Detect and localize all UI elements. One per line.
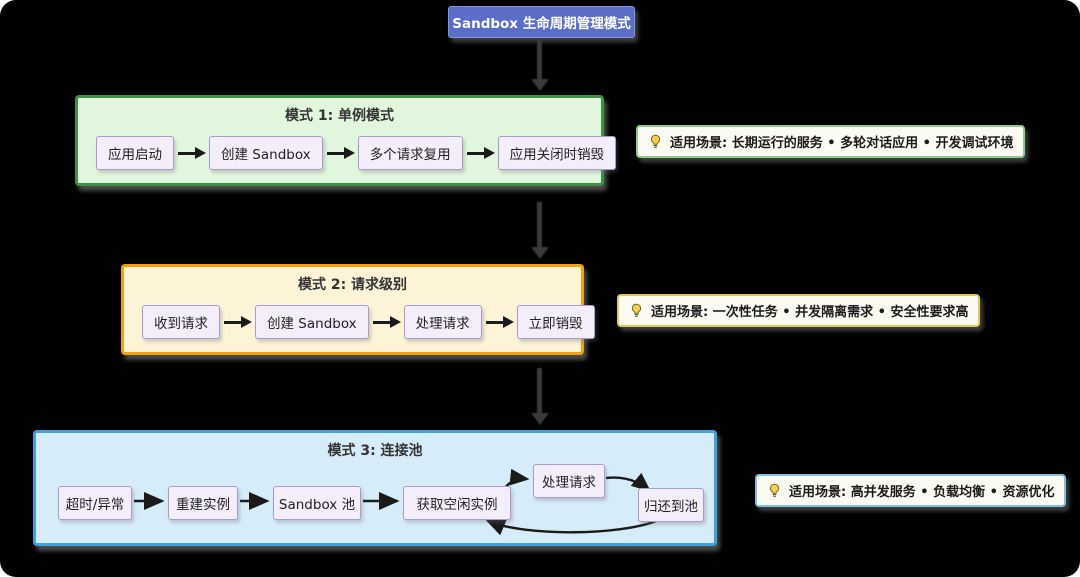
step-node: 获取空闲实例 [403,486,511,520]
arrow-right-icon [466,151,485,155]
mode3-container: 模式 3: 连接池 超时/异常 重建实例 Sandbox 池 获取空闲实例 处理… [33,430,717,546]
arrow-right-icon [372,320,391,324]
diagram-title: Sandbox 生命周期管理模式 [448,6,635,38]
step-node: 创建 Sandbox [209,136,323,170]
step-node: 处理请求 [533,464,605,498]
arrow-right-icon [326,151,345,155]
mode2-note-text: 适用场景: 一次性任务 • 并发隔离需求 • 安全性要求高 [651,305,969,320]
step-node: 处理请求 [403,305,482,339]
step-node: 应用启动 [96,136,174,170]
arrow-right-icon [224,320,242,324]
step-node: 多个请求复用 [357,136,463,170]
mode2-title: 模式 2: 请求级别 [297,277,408,293]
mode2-note: 适用场景: 一次性任务 • 并发隔离需求 • 安全性要求高 [617,294,981,327]
mode1-note-text: 适用场景: 长期运行的服务 • 多轮对话应用 • 开发调试环境 [670,136,1014,151]
mode1-container: 模式 1: 单例模式 应用启动 创建 Sandbox 多个请求复用 应用关闭时销… [75,95,617,186]
arrow-right-icon [178,151,196,155]
arrow-right-icon [485,320,504,324]
step-node: Sandbox 池 [273,486,361,520]
mode1-note: 适用场景: 长期运行的服务 • 多轮对话应用 • 开发调试环境 [636,125,1026,158]
step-node: 超时/异常 [58,486,132,520]
down-arrow-icon [537,202,542,248]
step-node: 重建实例 [168,486,238,520]
step-node: 应用关闭时销毁 [497,136,617,170]
mode3-note-text: 适用场景: 高并发服务 • 负载均衡 • 资源优化 [789,485,1055,500]
mode3-title: 模式 3: 连接池 [327,443,423,459]
mode2-container: 模式 2: 请求级别 收到请求 创建 Sandbox 处理请求 立即销毁 [121,264,595,355]
down-arrow-icon [537,368,542,414]
mode1-title: 模式 1: 单例模式 [284,108,395,124]
step-node: 立即销毁 [516,305,595,339]
step-node: 归还到池 [638,488,704,522]
down-arrow-icon [537,40,542,80]
lightbulb-icon [629,303,644,319]
mode3-note: 适用场景: 高并发服务 • 负载均衡 • 资源优化 [755,474,1067,507]
mode1-flow: 应用启动 创建 Sandbox 多个请求复用 应用关闭时销毁 [78,125,617,170]
lightbulb-icon [648,134,663,150]
lightbulb-icon [767,483,782,499]
mode2-flow: 收到请求 创建 Sandbox 处理请求 立即销毁 [124,294,595,339]
step-node: 收到请求 [142,305,220,339]
step-node: 创建 Sandbox [255,305,369,339]
